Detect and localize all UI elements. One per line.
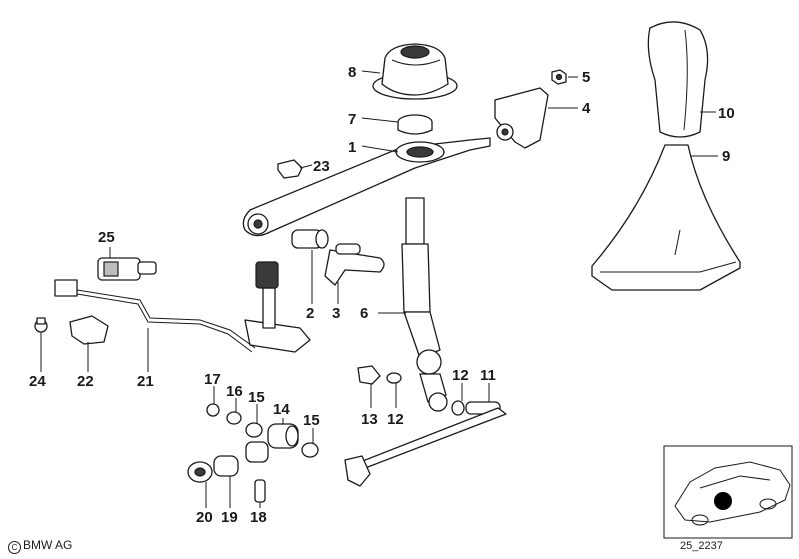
- callout-15-left: 15: [248, 389, 265, 406]
- callout-17: 17: [204, 371, 221, 388]
- callout-2: 2: [306, 305, 314, 322]
- part-5-nut: [551, 69, 567, 85]
- callout-4: 4: [582, 100, 591, 117]
- part-23-clip: [277, 159, 303, 179]
- callout-12-left: 12: [387, 411, 404, 428]
- callout-10: 10: [718, 105, 735, 122]
- callout-6: 6: [360, 305, 368, 322]
- callout-7: 7: [348, 111, 356, 128]
- callout-1: 1: [348, 139, 356, 156]
- callout-18: 18: [250, 509, 267, 526]
- callout-12-right: 12: [452, 367, 469, 384]
- part-22-holder: [69, 315, 109, 345]
- callout-24: 24: [29, 373, 46, 390]
- callout-3: 3: [332, 305, 340, 322]
- callout-22: 22: [77, 373, 94, 390]
- callout-9: 9: [722, 148, 730, 165]
- part-4-bracket: [494, 87, 549, 149]
- location-marker-icon: [714, 492, 732, 510]
- part-25-switch: [97, 257, 157, 281]
- part-3-pin-bracket: [324, 243, 385, 286]
- copyright-text: BMW AG: [23, 538, 73, 552]
- part-18-pin: [254, 479, 266, 503]
- part-15-washer-right: [301, 442, 319, 458]
- lever-base-plate: [244, 261, 311, 353]
- part-17-circlip: [206, 403, 220, 417]
- part-24-clip: [34, 317, 48, 333]
- part-21-cable: [54, 279, 256, 353]
- part-8-boot: [372, 43, 458, 100]
- callout-14: 14: [273, 401, 290, 418]
- leader-lines: [40, 70, 718, 508]
- part-6-shift-rod: [401, 197, 447, 403]
- part-14-joint: [267, 423, 299, 449]
- callout-25: 25: [98, 229, 115, 246]
- callout-15-right: 15: [303, 412, 320, 429]
- callout-8: 8: [348, 64, 356, 81]
- part-12-washer-upper: [386, 372, 402, 384]
- callout-21: 21: [137, 373, 154, 390]
- car-location-thumbnail-icon: [663, 445, 793, 539]
- part-13-clip: [357, 365, 381, 385]
- part-2-bushing: [291, 229, 329, 249]
- callout-20: 20: [196, 509, 213, 526]
- callout-23: 23: [313, 158, 330, 175]
- part-9-shift-boot: [591, 144, 741, 291]
- part-20-sleeve: [187, 461, 213, 483]
- callout-11: 11: [480, 367, 496, 384]
- part-11-selector-rod: [344, 392, 507, 487]
- part-7-ring: [397, 114, 433, 135]
- copyright-icon: C: [8, 541, 21, 554]
- callout-5: 5: [582, 69, 590, 86]
- part-15-washer-left: [245, 422, 263, 438]
- joint-center-bushing: [245, 441, 269, 463]
- callout-19: 19: [221, 509, 238, 526]
- callout-13: 13: [361, 411, 378, 428]
- part-1-lever-arm: [242, 137, 491, 237]
- part-19-bushing: [213, 455, 239, 477]
- diagram-code: 25_2237: [680, 540, 723, 552]
- part-16-washer: [226, 411, 242, 425]
- callout-16: 16: [226, 383, 243, 400]
- callout-labels: 8 5 4 7 1 23 10 9 25 2 3 6 24 22 21 17 1…: [29, 64, 735, 526]
- part-10-shift-knob: [647, 21, 709, 138]
